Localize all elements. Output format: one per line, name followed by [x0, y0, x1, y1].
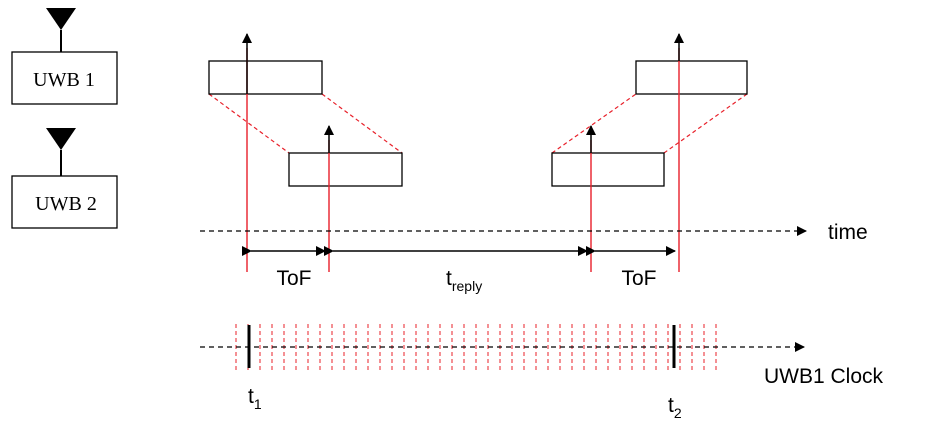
t1-subscript: 1: [254, 396, 262, 412]
t2-subscript: 2: [674, 405, 682, 421]
treply-label: treply: [446, 267, 482, 294]
uwb1-tx-packet: [208, 60, 323, 95]
tof-second-label: ToF: [621, 267, 656, 290]
treply-subscript: reply: [452, 278, 482, 294]
uwb2-rx-packet: [288, 152, 403, 187]
uwb1-box: [11, 51, 118, 105]
t1-label: t1: [248, 385, 262, 412]
uwb2-label: UWB 2: [35, 193, 97, 215]
t2-main: t: [668, 394, 674, 417]
propagation-lines-first: [208, 93, 403, 154]
uwb1-device: UWB 1: [11, 8, 118, 105]
t1-main: t: [248, 385, 254, 408]
uwb2-antenna-icon: [46, 128, 76, 150]
t2-label: t2: [668, 394, 682, 421]
tof-first-label: ToF: [276, 267, 311, 290]
uwb1-label: UWB 1: [33, 69, 95, 91]
uwb1-rx-packet: [635, 60, 748, 95]
uwb1-antenna-icon: [46, 8, 76, 30]
uwb2-box: [11, 175, 118, 229]
propagation-lines-second: [551, 93, 748, 154]
clock-axis-label: UWB1 Clock: [764, 365, 884, 388]
treply-main: t: [446, 267, 452, 290]
event-arrows: [242, 33, 684, 153]
time-axis-label: time: [828, 221, 868, 244]
uwb2-tx-packet: [551, 152, 665, 187]
uwb2-device: UWB 2: [11, 128, 118, 229]
